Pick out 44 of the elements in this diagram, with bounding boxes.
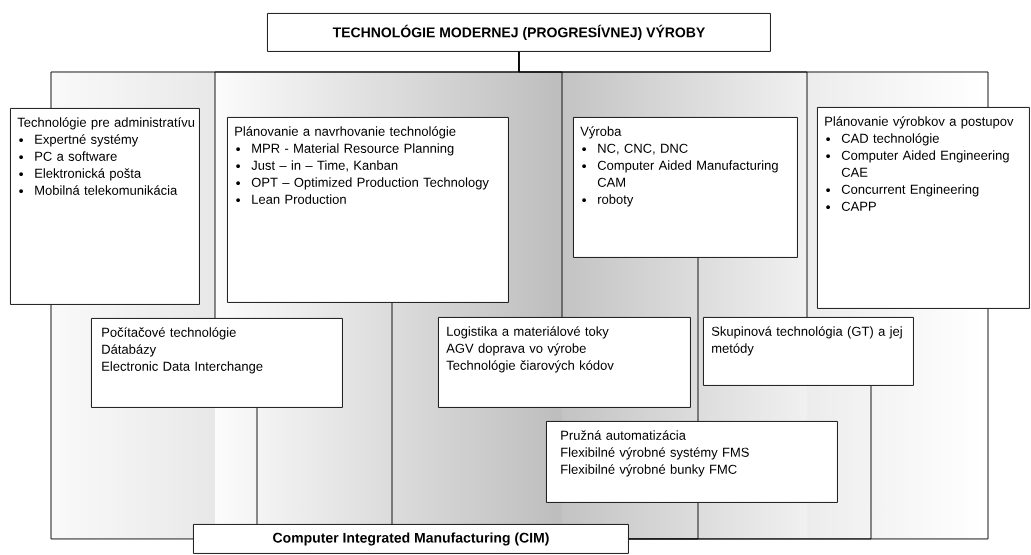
text-line: Technológie čiarových kódov xyxy=(446,360,614,373)
box-heading: Plánovanie výrobkov a postupov xyxy=(825,116,1014,129)
text-box xyxy=(227,117,509,303)
bullet-item: CAPP xyxy=(826,201,876,211)
box-heading: Technológie pre administratívu xyxy=(17,117,195,130)
connector-line xyxy=(518,51,989,108)
text-box xyxy=(573,117,798,258)
bullet-item: Expertné systémy xyxy=(19,134,139,147)
bullet-item: Lean Production xyxy=(236,194,346,204)
bullet-item: PC a software xyxy=(19,151,117,161)
text-line: Flexibilné výrobné systémy FMS xyxy=(561,447,749,460)
connector-line xyxy=(628,308,989,540)
text-line: Počítačové technológie xyxy=(102,327,236,340)
box-heading: Plánovanie a navrhovanie technológie xyxy=(235,126,456,139)
bullet-item: Just – in – Time, Kanban xyxy=(236,160,398,172)
bullet-item: CAD technológie xyxy=(826,133,939,146)
bullet-item: Mobilná telekomunikácia xyxy=(19,185,178,195)
title-box: Computer Integrated Manufacturing (CIM) xyxy=(193,524,629,554)
bullet-item: MPR - Material Resource Planning xyxy=(236,143,454,156)
text-box xyxy=(817,107,1030,309)
text-line: AGV doprava vo výrobe xyxy=(446,343,586,356)
connector-line xyxy=(391,302,393,525)
bullet-item: NC, CNC, DNC xyxy=(582,143,688,155)
text-line: Logistika a materiálové toky xyxy=(447,326,609,339)
connector-line xyxy=(50,304,194,540)
text-box xyxy=(10,108,200,305)
connector-line xyxy=(697,257,699,422)
text-line: Dátabázy xyxy=(102,344,157,357)
text-line: Pružná automatizácia xyxy=(561,430,686,440)
text-line: Flexibilné výrobné bunky FMC xyxy=(561,464,737,477)
title-box: TECHNOLÓGIE MODERNEJ (PROGRESÍVNEJ) VÝROBY xyxy=(267,13,771,52)
bullet-item: roboty xyxy=(582,194,634,207)
box-heading: Výroba xyxy=(580,126,622,139)
bullet-item: OPT – Optimized Production Technology xyxy=(236,177,489,190)
text-line: Electronic Data Interchange xyxy=(102,361,263,374)
bullet-item: Elektronická pošta xyxy=(19,168,142,181)
text-box xyxy=(91,318,343,408)
bullet-item: Concurrent Engineering xyxy=(826,184,979,197)
text-box xyxy=(438,317,691,408)
text-line: Skupinová technológia (GT) a jej metódy xyxy=(711,326,902,356)
bullet-item: Computer Aided Engineering CAE xyxy=(826,150,1009,177)
connector-line xyxy=(256,407,258,525)
text-box xyxy=(703,317,914,386)
text-box xyxy=(546,421,838,503)
